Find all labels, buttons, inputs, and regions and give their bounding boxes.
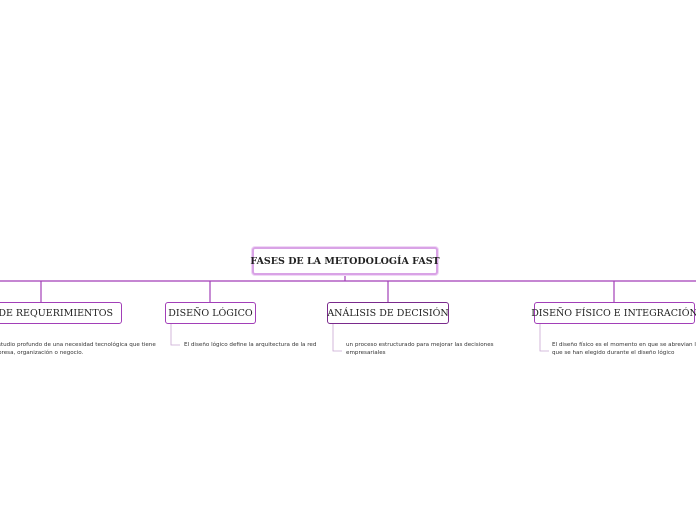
branch-node-diseno-logico[interactable]: DISEÑO LÓGICO <box>165 302 256 324</box>
note-line-2 <box>170 324 180 346</box>
branch-node-requerimientos[interactable]: SIS DE REQUERIMIENTOS <box>0 302 122 324</box>
note-line-4 <box>539 324 549 352</box>
note-line-3 <box>332 324 342 352</box>
note-requerimientos: studio profundo de una necesidad tecnoló… <box>0 342 156 356</box>
root-node[interactable]: FASES DE LA METODOLOGÍA FAST <box>250 247 440 275</box>
branch-node-diseno-fisico[interactable]: DISEÑO FÍSICO E INTEGRACIÓN <box>531 302 696 324</box>
note-diseno-logico: El diseño lógico define la arquitectura … <box>184 342 317 348</box>
branch-node-analisis-decision[interactable]: ANÁLISIS DE DECISIÓN <box>327 302 449 324</box>
note-analisis-decision: un proceso estructurado para mejorar las… <box>346 342 494 356</box>
note-diseno-fisico: El diseño físico es el momento en que se… <box>552 342 696 356</box>
